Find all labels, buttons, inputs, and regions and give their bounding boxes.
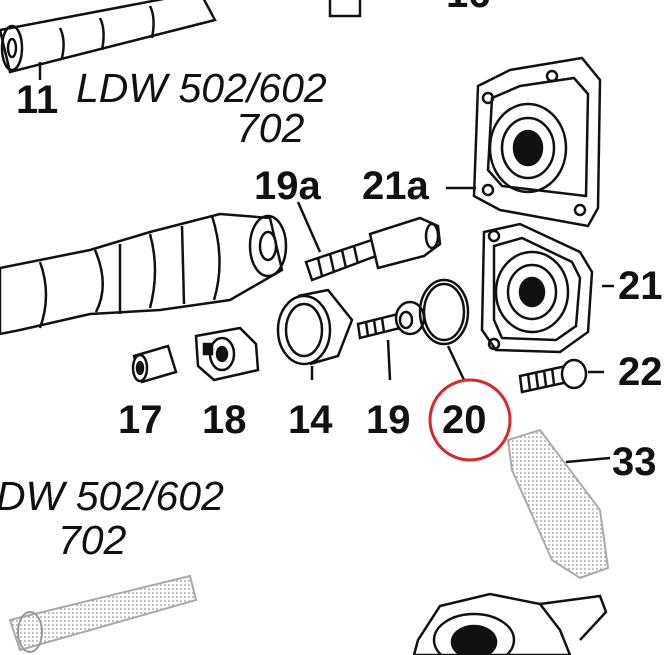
pin-19	[356, 300, 426, 381]
ring-14	[276, 288, 354, 380]
part-bottom-right	[412, 592, 608, 655]
circlip-20	[418, 278, 470, 381]
part-label-21: 21	[618, 264, 663, 308]
model-label-bottom-line1: DW 502/602	[0, 473, 224, 519]
part-label-17: 17	[118, 398, 163, 442]
shaft-19a	[296, 201, 442, 282]
part-label-11: 11	[16, 78, 59, 122]
model-label-top-line1: LDW 502/602	[76, 65, 327, 111]
flange-plate-21	[480, 222, 614, 354]
part-label-21a: 21a	[362, 164, 429, 208]
camshaft-top	[0, 0, 362, 80]
part-label-16: 16	[446, 0, 491, 14]
part-label-19a: 19a	[254, 164, 321, 208]
highlight-circle-part-20	[428, 378, 512, 462]
faded-part-33	[506, 428, 611, 580]
part-label-22: 22	[618, 350, 663, 394]
coupling-18	[194, 326, 260, 382]
model-label-top-line2: 702	[236, 105, 305, 151]
part-label-18: 18	[202, 398, 247, 442]
part-label-19: 19	[366, 398, 411, 442]
flange-plate-21a	[446, 56, 602, 228]
faded-shaft-bottom	[8, 574, 198, 653]
part-label-14: 14	[288, 398, 333, 442]
model-label-bottom-line2: 702	[58, 517, 127, 563]
camshaft-main	[0, 212, 288, 336]
bushing-17	[131, 344, 178, 384]
bolt-22	[518, 358, 604, 394]
part-label-33: 33	[612, 440, 657, 484]
part-label-20: 20	[442, 398, 487, 442]
